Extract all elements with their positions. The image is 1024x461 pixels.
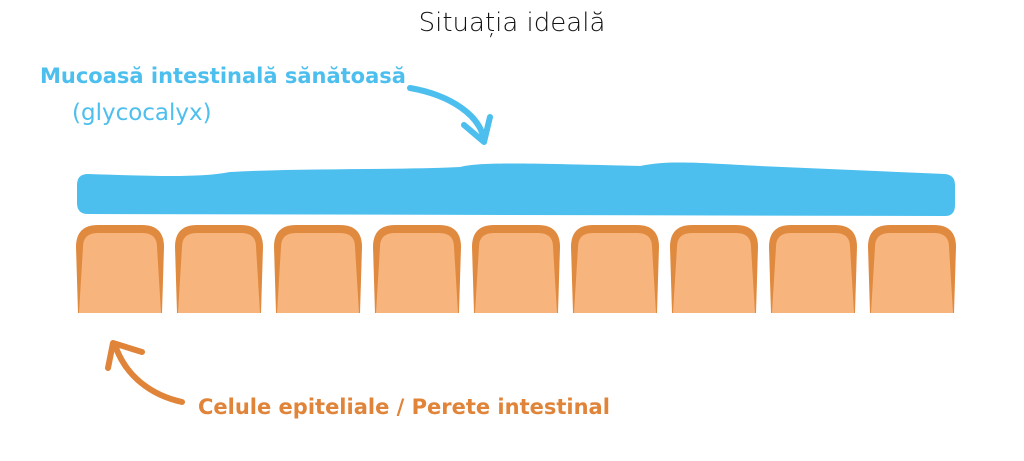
epithelial-cell-body xyxy=(673,233,755,313)
epithelial-cell-body xyxy=(475,233,557,313)
arrow-to-mucosa-head xyxy=(461,114,493,145)
arrow-to-mucosa xyxy=(407,85,487,143)
epithelial-cell-body xyxy=(277,233,359,313)
epithelial-cell-body xyxy=(772,233,854,313)
cells-label: Celule epiteliale / Perete intestinal xyxy=(198,395,610,419)
epithelial-cells xyxy=(76,225,956,313)
epithelial-cell-body xyxy=(574,233,656,313)
mucosa-label: Mucoasă intestinală sănătoasă xyxy=(40,64,406,88)
glycocalyx-label: (glycocalyx) xyxy=(72,100,212,126)
epithelial-cell-body xyxy=(79,233,161,313)
arrow-to-cells-head xyxy=(105,340,145,371)
epithelial-cell-body xyxy=(178,233,260,313)
mucosa-layer xyxy=(77,162,955,216)
epithelial-cell-body xyxy=(376,233,458,313)
page-title: Situația ideală xyxy=(418,8,606,38)
arrow-to-cells xyxy=(112,342,185,405)
epithelial-cell-body xyxy=(871,233,953,313)
